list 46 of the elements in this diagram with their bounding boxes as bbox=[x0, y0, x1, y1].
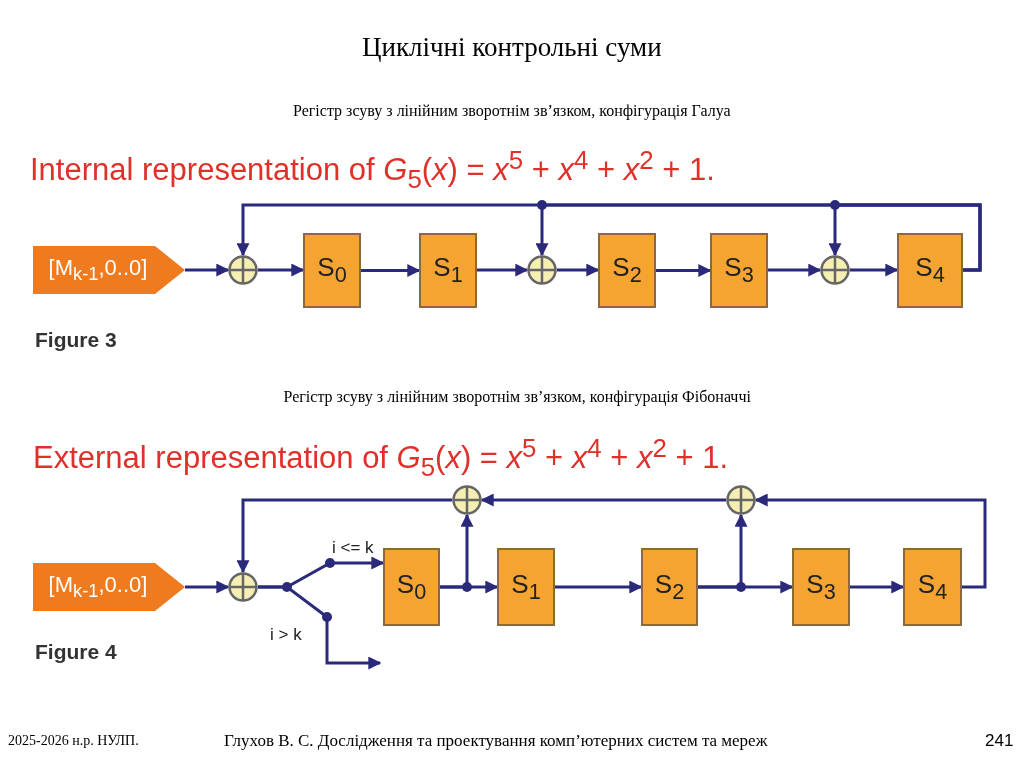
arrow bbox=[698, 513, 748, 589]
arrow bbox=[850, 580, 905, 594]
subtitle: Регістр зсуву з лінійним зворотнім зв’язком, конфігурація Галуа bbox=[293, 102, 731, 120]
arrow bbox=[850, 263, 899, 277]
figure-caption: Figure 3 bbox=[35, 328, 117, 352]
xor-symbol bbox=[527, 255, 557, 285]
footer-text: Глухов В. С. Дослідження та проектування комп’ютерних систем та мереж bbox=[224, 731, 768, 751]
input-pentagon: [M$_{k-1}$,0..0] bbox=[33, 246, 185, 294]
arrow bbox=[557, 263, 600, 277]
xor-symbol bbox=[820, 255, 850, 285]
input-pentagon: [M$_{k-1}$,0..0] bbox=[33, 563, 185, 611]
register-box: S$_{4}$ bbox=[903, 548, 962, 626]
figure-caption: Figure 4 bbox=[35, 640, 117, 664]
register-box: S$_{0}$ bbox=[303, 233, 361, 308]
register-box: S$_{3}$ bbox=[792, 548, 850, 626]
arrow bbox=[258, 585, 382, 670]
xor-symbol bbox=[228, 255, 258, 285]
arrow bbox=[236, 498, 452, 574]
subtitle: Регістр зсуву з лінійним зворотнім зв’язком, конфігурація Фібоначчі bbox=[283, 388, 751, 406]
xor-symbol bbox=[726, 485, 756, 515]
arrow bbox=[828, 203, 982, 272]
register-box: S$_{1}$ bbox=[497, 548, 555, 626]
formula-heading: External representation of G$_{5}$(x) = x$^{5}$ + x$^{4}$ + x$^{2}$ + 1. bbox=[33, 434, 729, 482]
register-box: S$_{2}$ bbox=[598, 233, 656, 308]
arrow bbox=[656, 264, 712, 277]
arrow bbox=[477, 263, 529, 277]
xor-symbol bbox=[228, 572, 258, 602]
register-box: S$_{2}$ bbox=[641, 548, 698, 626]
arrow bbox=[185, 580, 230, 594]
xor-symbol bbox=[452, 485, 482, 515]
title: Циклічні контрольні суми bbox=[362, 32, 662, 63]
arrow bbox=[185, 263, 230, 277]
register-box: S$_{1}$ bbox=[419, 233, 477, 308]
arrow bbox=[480, 493, 726, 507]
footer-text: 2025-2026 н.р. НУЛП. bbox=[8, 733, 139, 749]
arrow bbox=[440, 513, 474, 589]
arrow bbox=[754, 493, 987, 589]
register-box: S$_{0}$ bbox=[383, 548, 440, 626]
register-box: S$_{4}$ bbox=[897, 233, 963, 308]
arrow bbox=[361, 264, 421, 277]
formula-heading: Internal representation of G$_{5}$(x) = x$^{5}$ + x$^{4}$ + x$^{2}$ + 1. bbox=[30, 146, 715, 194]
arrow bbox=[258, 263, 305, 277]
register-box: S$_{3}$ bbox=[710, 233, 768, 308]
arrow bbox=[555, 580, 643, 594]
page-number: 241 bbox=[985, 731, 1014, 751]
arrow bbox=[768, 263, 822, 277]
